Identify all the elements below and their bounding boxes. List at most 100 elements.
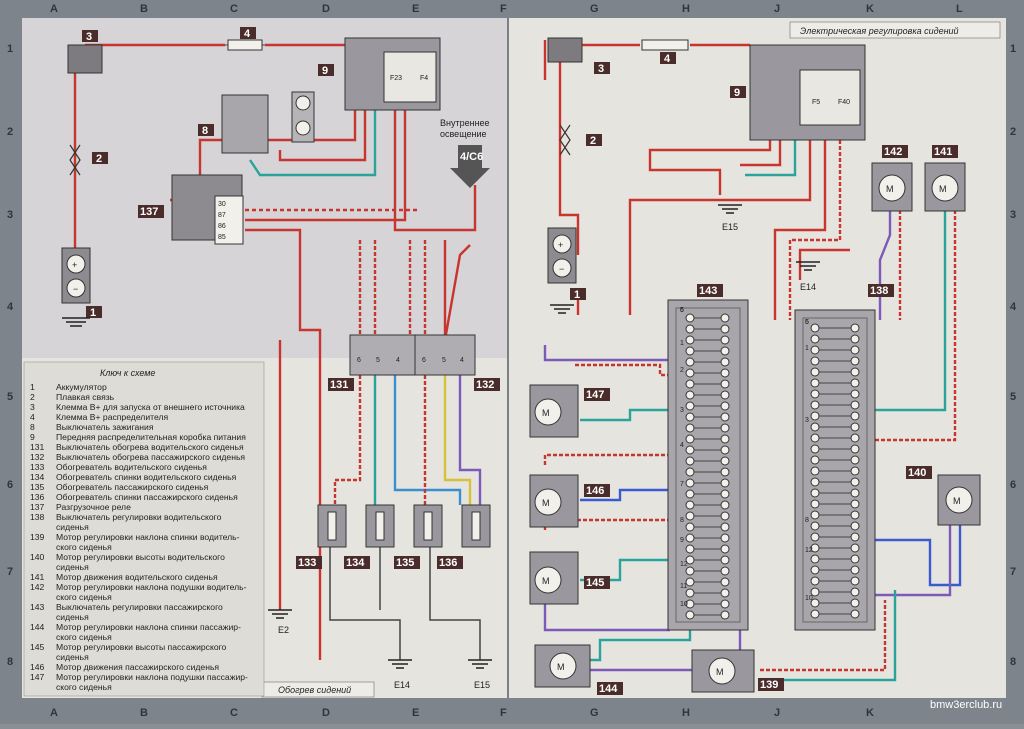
switch-contact bbox=[685, 456, 695, 466]
svg-text:1: 1 bbox=[7, 43, 13, 55]
grid-numbers-right: 1 2 3 4 5 6 7 8 bbox=[1010, 43, 1017, 668]
svg-text:D: D bbox=[322, 3, 330, 15]
svg-text:137: 137 bbox=[140, 206, 158, 218]
ref-arrow bbox=[450, 145, 490, 188]
svg-text:F: F bbox=[500, 707, 507, 719]
switch-contact bbox=[720, 390, 730, 400]
switch-contact bbox=[685, 467, 695, 477]
svg-text:2: 2 bbox=[590, 135, 596, 147]
svg-text:134: 134 bbox=[346, 557, 365, 569]
legend-number: 134 bbox=[30, 472, 45, 482]
legend-text: Мотор регулировки наклона подушки водите… bbox=[56, 582, 247, 592]
switch-contact bbox=[685, 478, 695, 488]
svg-text:6: 6 bbox=[357, 357, 361, 364]
svg-text:131: 131 bbox=[330, 379, 348, 391]
svg-text:F5: F5 bbox=[812, 99, 820, 106]
switch-contact bbox=[720, 511, 730, 521]
switch-contact bbox=[720, 346, 730, 356]
svg-text:+: + bbox=[72, 260, 77, 270]
label-box bbox=[86, 306, 102, 318]
legend-number: 135 bbox=[30, 482, 45, 492]
switch-contact bbox=[720, 555, 730, 565]
legend-text: Обогреватель водительского сиденья bbox=[56, 462, 207, 472]
svg-text:1: 1 bbox=[1010, 43, 1016, 55]
switch-contact bbox=[850, 389, 860, 399]
ground-e14 bbox=[388, 659, 412, 669]
switch-contact bbox=[720, 423, 730, 433]
svg-text:B: B bbox=[140, 3, 148, 15]
switch-contact bbox=[720, 445, 730, 455]
legend-text: Мотор регулировки высоты пассажирского bbox=[56, 642, 227, 652]
svg-text:E15: E15 bbox=[722, 222, 738, 232]
svg-text:2: 2 bbox=[1010, 126, 1016, 138]
legend-text: Передняя распределительная коробка питан… bbox=[56, 432, 246, 442]
switch-contact bbox=[810, 455, 820, 465]
svg-text:M: M bbox=[886, 184, 894, 194]
svg-text:F4: F4 bbox=[420, 75, 428, 82]
switch-contact bbox=[720, 599, 730, 609]
switch-contact bbox=[850, 378, 860, 388]
switch-contact bbox=[850, 334, 860, 344]
legend-number: 133 bbox=[30, 462, 45, 472]
label-box bbox=[318, 64, 334, 76]
svg-text:C: C bbox=[230, 3, 238, 15]
legend-number: 8 bbox=[30, 422, 35, 432]
switch-contact bbox=[720, 368, 730, 378]
ground-symbol-right bbox=[550, 304, 574, 314]
svg-text:6: 6 bbox=[422, 357, 426, 364]
switch-contact bbox=[810, 554, 820, 564]
switch-contact bbox=[810, 334, 820, 344]
label-box bbox=[92, 152, 108, 164]
svg-text:освещение: освещение bbox=[440, 129, 487, 139]
switch-contact bbox=[810, 444, 820, 454]
svg-text:J: J bbox=[774, 707, 780, 719]
legend-title: Ключ к схеме bbox=[100, 368, 155, 378]
legend-text: Выключатель регулировки водительского bbox=[56, 512, 222, 522]
switch-contact bbox=[720, 313, 730, 323]
legend-number: 142 bbox=[30, 582, 45, 592]
switch-contact bbox=[685, 324, 695, 334]
svg-text:M: M bbox=[939, 184, 947, 194]
label-box bbox=[198, 124, 214, 136]
legend-number: 1 bbox=[30, 382, 35, 392]
diagram-title: Электрическая регулировка сидений bbox=[800, 26, 959, 36]
svg-text:E14: E14 bbox=[394, 680, 410, 690]
svg-text:F: F bbox=[500, 3, 507, 15]
switch-contact bbox=[685, 445, 695, 455]
svg-text:4/C6: 4/C6 bbox=[460, 151, 483, 163]
switch-contact bbox=[720, 533, 730, 543]
switch-contact bbox=[850, 565, 860, 575]
switch-contact bbox=[810, 510, 820, 520]
switch-contact bbox=[720, 467, 730, 477]
legend-number: 9 bbox=[30, 432, 35, 442]
svg-text:M: M bbox=[542, 498, 550, 508]
legend-number: 137 bbox=[30, 502, 45, 512]
switch-contact bbox=[720, 489, 730, 499]
legend-number: 139 bbox=[30, 532, 45, 542]
switch-contact bbox=[850, 609, 860, 619]
legend-text: Обогреватель спинки пассажирского сидень… bbox=[56, 492, 238, 502]
svg-text:133: 133 bbox=[298, 557, 316, 569]
booster-terminal-3-right bbox=[547, 37, 583, 63]
svg-text:6: 6 bbox=[7, 479, 13, 491]
switch-contact bbox=[810, 521, 820, 531]
legend-number: 141 bbox=[30, 572, 45, 582]
svg-text:4: 4 bbox=[460, 357, 464, 364]
svg-text:8: 8 bbox=[1010, 656, 1016, 668]
switch-contact bbox=[720, 588, 730, 598]
switch-contact bbox=[850, 587, 860, 597]
svg-text:135: 135 bbox=[396, 557, 414, 569]
switch-contact bbox=[720, 500, 730, 510]
svg-text:M: M bbox=[542, 576, 550, 586]
legend-text: Плавкая связь bbox=[56, 392, 115, 402]
legend-text: сиденья bbox=[56, 612, 89, 622]
legend-number: 2 bbox=[30, 392, 35, 402]
switch-contact bbox=[685, 423, 695, 433]
switch-contact bbox=[685, 357, 695, 367]
switch-contact bbox=[720, 401, 730, 411]
svg-text:M: M bbox=[953, 496, 961, 506]
label-box bbox=[240, 27, 256, 39]
svg-text:7: 7 bbox=[1010, 566, 1016, 578]
switch-contact bbox=[685, 346, 695, 356]
